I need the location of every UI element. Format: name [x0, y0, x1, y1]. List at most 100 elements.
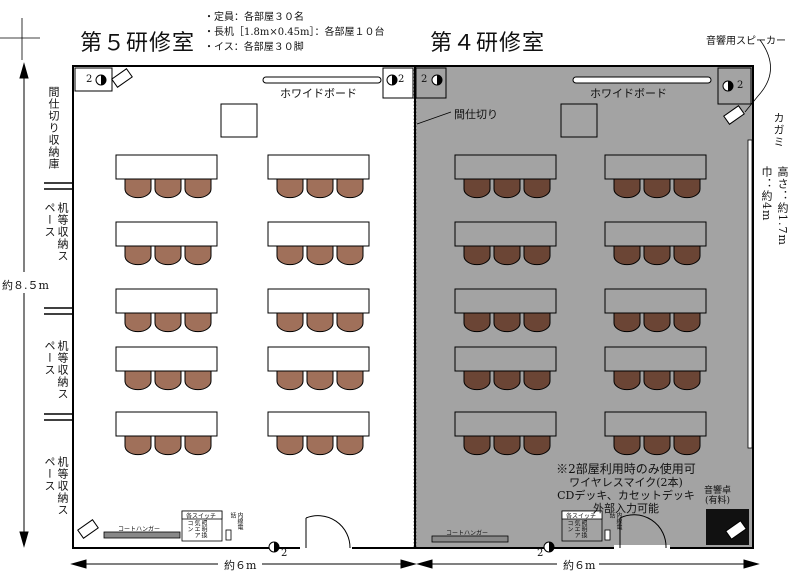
chair [124, 178, 152, 199]
chair [184, 370, 212, 391]
outlet-icon [431, 74, 443, 86]
chair [184, 435, 212, 456]
desk-set-room5 [267, 221, 370, 266]
chair [613, 312, 641, 333]
outlet-count: 2 [398, 74, 405, 85]
speaker-unit [77, 519, 99, 539]
storage-markers [44, 182, 72, 421]
desk [604, 346, 707, 372]
chair [154, 178, 182, 199]
desk-set-room5 [115, 411, 218, 456]
partition-leader-line [416, 111, 452, 125]
intercom-label: 内線電話 [608, 512, 622, 530]
chair [336, 435, 364, 456]
desk-set-room5 [115, 346, 218, 391]
chair [523, 178, 551, 199]
outlet-icon [95, 74, 107, 86]
external-input-note: 外部入力可能 [593, 502, 659, 515]
desk [454, 221, 557, 247]
switch-items: 照明換気エアコン [566, 520, 587, 538]
audio-desk-fee: (有料) [704, 496, 731, 506]
desk [115, 154, 218, 180]
audio-desk-label: 音響卓 (有料) [704, 486, 731, 506]
speaker-label: 音響用スピーカー [706, 36, 786, 47]
chair [276, 245, 304, 266]
outlet-count: 2 [537, 548, 544, 559]
desk [604, 154, 707, 180]
desk [115, 221, 218, 247]
chair [643, 178, 671, 199]
desk-set-room4 [604, 411, 707, 456]
desk-set-room5 [115, 221, 218, 266]
partition-label: 間仕切り [454, 108, 498, 121]
height-dimension [19, 62, 29, 548]
chair [643, 435, 671, 456]
chair [523, 245, 551, 266]
wireless-mic-note: ワイヤレスマイク(2本) [569, 476, 683, 489]
chair [463, 435, 491, 456]
switch-title-box [181, 510, 223, 520]
chair [463, 312, 491, 333]
lectern-room4 [560, 103, 598, 138]
outlet-icon [543, 541, 555, 553]
intercom-label: 内線電話 [229, 512, 243, 530]
whiteboard-label-room4: ホワイドボード [590, 87, 667, 100]
chair [643, 245, 671, 266]
desk-set-room4 [604, 288, 707, 333]
door-room5[interactable] [300, 515, 352, 551]
chair [643, 370, 671, 391]
chair [523, 370, 551, 391]
outlet-count: 2 [737, 80, 744, 91]
outlet-icon [386, 74, 398, 86]
height-dimension-label: 約８.５m [2, 279, 49, 292]
desk-set-room5 [267, 288, 370, 333]
width-dimension-label-room4: 約６m [563, 559, 596, 572]
whiteboard-room4 [572, 76, 712, 84]
audio-desk-unit [725, 520, 747, 540]
desk [267, 221, 370, 247]
desk [454, 288, 557, 314]
chair [124, 370, 152, 391]
desk [454, 346, 557, 372]
chair [276, 312, 304, 333]
lectern-room5 [220, 103, 258, 138]
desk-set-room4 [454, 221, 557, 266]
desk-set-room4 [604, 221, 707, 266]
chair [673, 370, 701, 391]
outlet-icon [268, 541, 280, 553]
chair [613, 370, 641, 391]
speaker-unit [723, 105, 745, 125]
chair [493, 245, 521, 266]
chair [184, 245, 212, 266]
chair [673, 178, 701, 199]
cd-deck-note: CDデッキ、カセットデッキ [557, 489, 695, 502]
chair [276, 370, 304, 391]
switch-title-box [561, 510, 603, 520]
crop-mark [0, 18, 40, 60]
chair [613, 178, 641, 199]
room-info: ・定員：各部屋３０名 ・長机［1.8m×0.45m］：各部屋１０台 ・イス：各部… [204, 10, 385, 55]
desk [115, 288, 218, 314]
door-room4[interactable] [614, 514, 670, 551]
chair [124, 435, 152, 456]
room-5-title: 第５研修室 [80, 31, 196, 56]
chair [336, 245, 364, 266]
desk-storage-label: 机等収納スペース [43, 456, 69, 516]
chair [463, 370, 491, 391]
coat-hanger-label: コートハンガー [118, 526, 161, 533]
whiteboard-label-room5: ホワイドボード [280, 87, 357, 100]
chair [306, 435, 334, 456]
chair [493, 370, 521, 391]
desk [267, 288, 370, 314]
desk [267, 346, 370, 372]
chair [154, 245, 182, 266]
chair [493, 178, 521, 199]
desk-storage-label: 机等収納スペース [43, 340, 69, 400]
desk [454, 411, 557, 437]
desk [454, 154, 557, 180]
chair [523, 435, 551, 456]
desk [267, 154, 370, 180]
chair [306, 178, 334, 199]
desk-set-room5 [267, 154, 370, 199]
equipment-notes: ※2部屋利用時のみ使用可 ワイヤレスマイク(2本) CDデッキ、カセットデッキ … [536, 463, 716, 516]
